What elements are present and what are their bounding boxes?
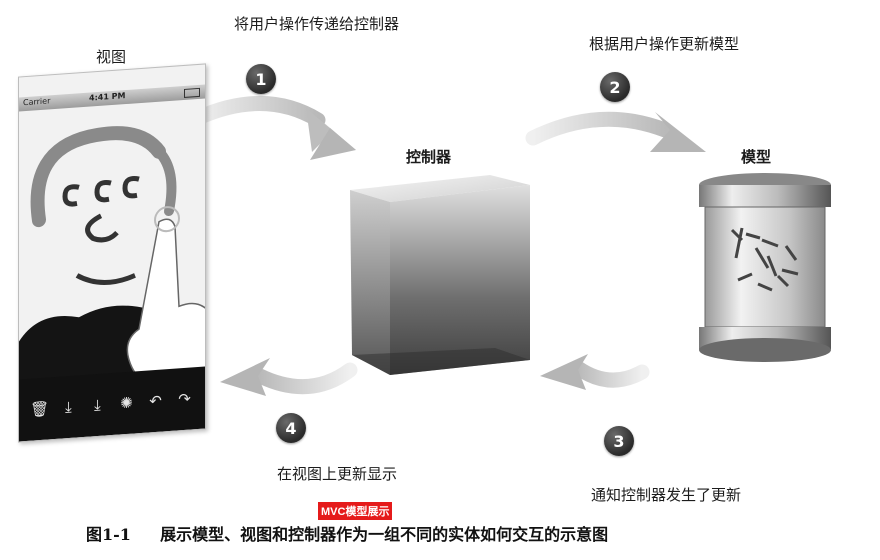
view-label: 视图 [96,48,127,66]
save-alt-icon: ⤓ [94,395,101,415]
trash-icon: 🗑 [29,399,50,419]
arrow-controller-to-view [252,362,358,395]
carrier-label: Carrier [23,96,51,108]
view-phone-illustration: Carrier 4:41 PM 🗑 ⤓ ⤓ ✺ ↶ ↷ [18,63,206,443]
model-canister [699,173,831,362]
step-1-text: 将用户操作传递给控制器 [234,15,400,33]
arrow-view-to-controller [190,96,326,128]
cube-graphic [350,175,530,375]
redo-icon: ↷ [178,389,191,409]
arrow-model-to-controller [570,360,650,388]
arrow-controller-to-model [525,111,673,146]
palette-icon: ✺ [120,393,133,413]
phone-toolbar: 🗑 ⤓ ⤓ ✺ ↶ ↷ [19,366,205,442]
step-3-badge: 3 [604,426,634,456]
arrow-head-2 [650,112,706,152]
figure-number: 图1-1 [86,525,131,544]
battery-icon [184,87,200,98]
undo-icon: ↶ [149,391,162,411]
step-2-text: 根据用户操作更新模型 [589,35,740,53]
step-3-text: 通知控制器发生了更新 [591,486,742,504]
arrow-head-4 [220,358,270,396]
step-4-text: 在视图上更新显示 [277,465,398,483]
step-1-badge: 1 [246,64,276,94]
caption-tag: MVC模型展示 [318,502,393,520]
face-drawing [19,126,205,412]
model-label: 模型 [741,148,772,166]
clock-label: 4:41 PM [89,91,126,103]
arrow-head-3 [540,354,588,390]
step-2-badge: 2 [600,72,630,102]
figure-caption: 图1-1 展示模型、视图和控制器作为一组不同的实体如何交互的示意图 [86,521,608,545]
model-label-wrap [730,227,799,292]
save-icon: ⤓ [65,397,72,417]
step-4-badge: 4 [276,413,306,443]
figure-caption-text: 展示模型、视图和控制器作为一组不同的实体如何交互的示意图 [160,525,609,544]
controller-label: 控制器 [406,148,452,166]
controller-cube [340,160,540,384]
